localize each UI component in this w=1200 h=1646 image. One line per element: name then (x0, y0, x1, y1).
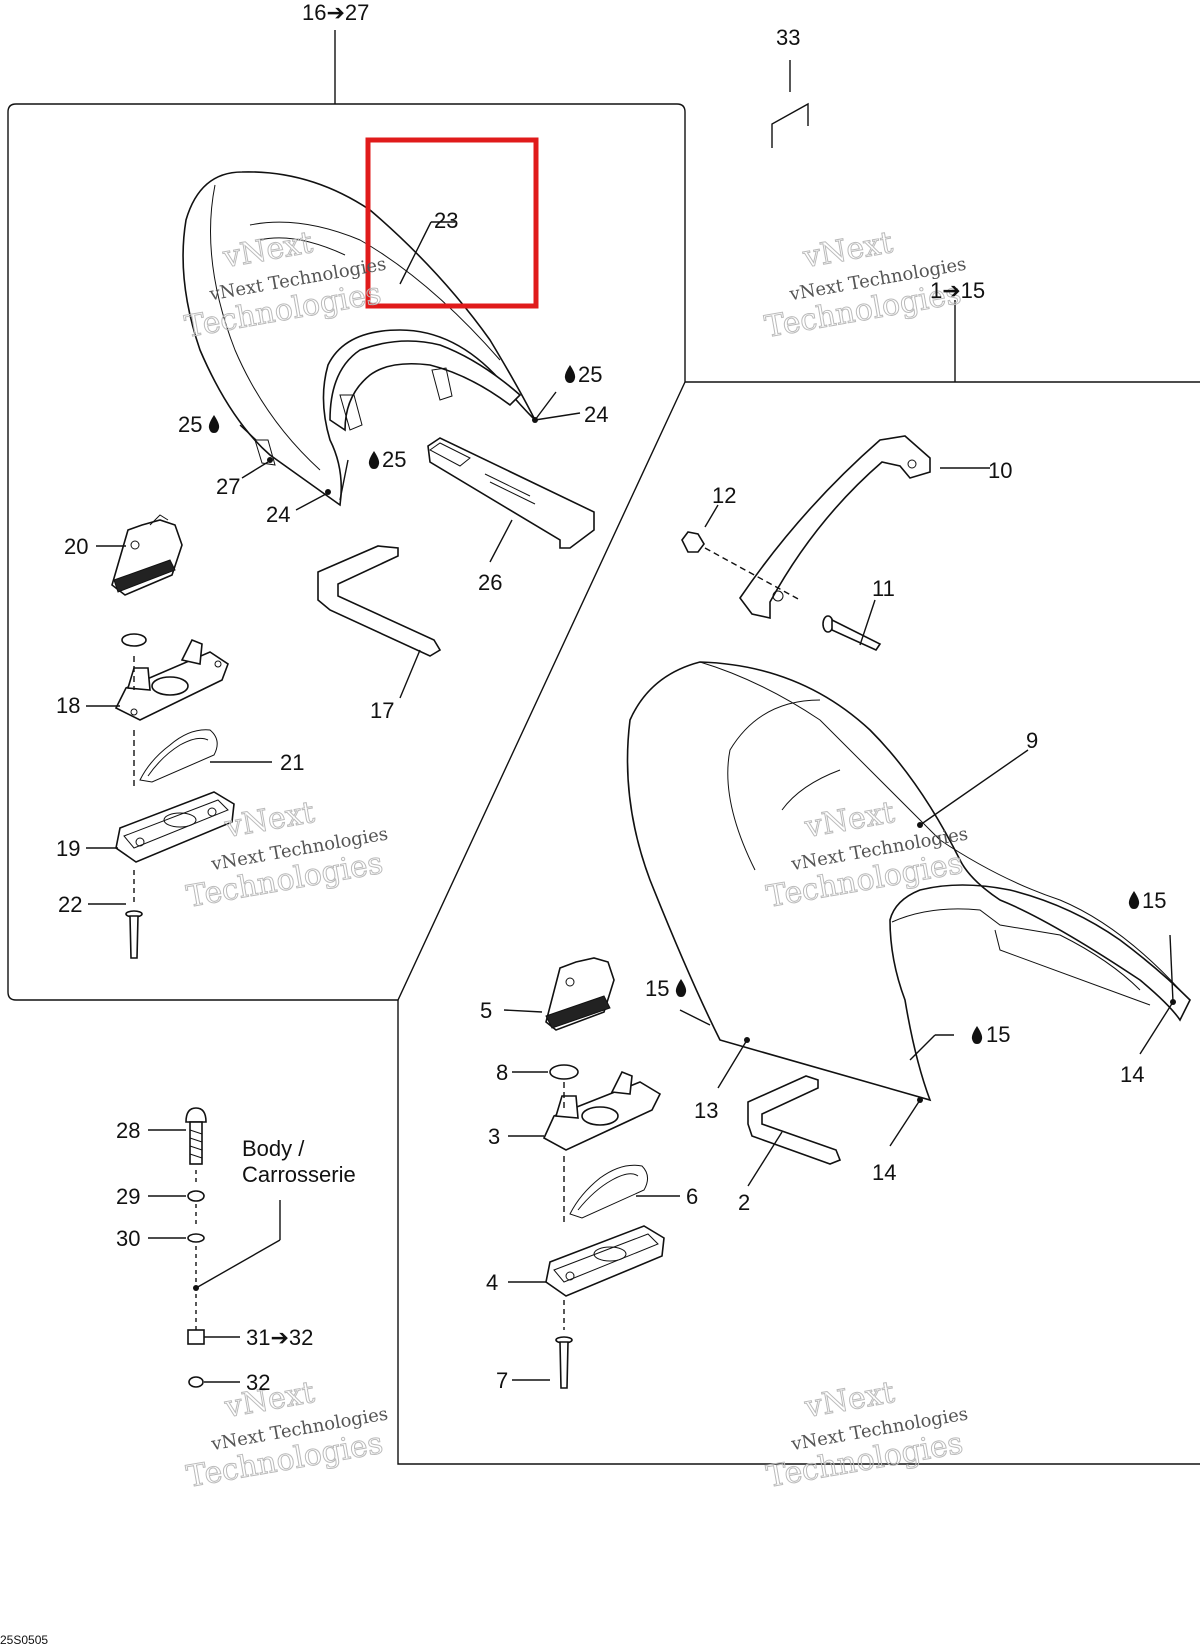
adhesive-drop-icon (675, 979, 687, 997)
callout-6: 6 (686, 1184, 698, 1209)
callout-17: 17 (370, 698, 394, 723)
adhesive-drop-icon (564, 365, 576, 383)
part-22-rivet (125, 870, 143, 959)
callout-27: 27 (216, 474, 240, 499)
part-18-base (114, 633, 229, 721)
callout-15b: 15 (645, 976, 669, 1001)
callout-25b: 25 (178, 412, 202, 437)
callout-28: 28 (116, 1118, 140, 1143)
callout-16-27: 16➔27 (302, 0, 369, 25)
callout-15c: 15 (986, 1022, 1010, 1047)
callout-33: 33 (776, 25, 800, 50)
callout-25c: 25 (382, 447, 406, 472)
callout-8: 8 (496, 1060, 508, 1085)
callout-4: 4 (486, 1270, 498, 1295)
part-4-block (545, 1225, 665, 1297)
callout-32: 32 (246, 1370, 270, 1395)
adhesive-drop-icon (1128, 891, 1140, 909)
callout-22: 22 (58, 892, 82, 917)
left-panel-frame (7, 103, 686, 1001)
part-17-rod (317, 545, 442, 657)
callout-30: 30 (116, 1226, 140, 1251)
callout-23: 23 (434, 208, 458, 233)
right-panel-frame (397, 381, 1200, 1465)
body-label-line1: Body / (242, 1136, 305, 1161)
watermark-6: vNext vNext Technologies Technologies (763, 1375, 969, 1496)
watermark-5: vNext vNext Technologies Technologies (183, 1375, 389, 1496)
adhesive-drop-icon (208, 415, 220, 433)
callout-19: 19 (56, 836, 80, 861)
part-6-seal (569, 1164, 648, 1219)
body-label-line2: Carrosserie (242, 1162, 356, 1187)
callout-7: 7 (496, 1368, 508, 1393)
callout-13: 13 (694, 1098, 718, 1123)
callout-9: 9 (1026, 728, 1038, 753)
part-11-screw (822, 615, 882, 652)
leader-lines (86, 221, 1174, 1383)
diagram-code: 25S0505 (0, 1633, 48, 1646)
callout-11: 11 (872, 576, 895, 601)
callout-12: 12 (712, 483, 736, 508)
hardware-stack (185, 1107, 207, 1388)
part-26-strap (427, 437, 595, 549)
part-3-base (542, 1070, 662, 1151)
callout-29: 29 (116, 1184, 140, 1209)
callout-24a: 24 (584, 402, 608, 427)
part-19-block (115, 791, 235, 863)
callout-10: 10 (988, 458, 1012, 483)
part-7-rivet (555, 1300, 573, 1389)
callout-20: 20 (64, 534, 88, 559)
highlight-box (365, 137, 539, 309)
part-20-latch (111, 514, 183, 596)
part-2-rod (747, 1075, 842, 1165)
callout-14a: 14 (1120, 1062, 1144, 1087)
part-21-seal (139, 729, 218, 783)
part-9-front-seat (626, 661, 1191, 1102)
part-23-rear-seat (182, 171, 536, 507)
callout-21: 21 (280, 750, 304, 775)
callout-18: 18 (56, 693, 80, 718)
callout-2: 2 (738, 1190, 750, 1215)
callout-14b: 14 (872, 1160, 896, 1185)
adhesive-drop-icon (971, 1026, 983, 1044)
callout-24b: 24 (266, 502, 290, 527)
callout-1-15: 1➔15 (930, 278, 985, 303)
callout-25a: 25 (578, 362, 602, 387)
callout-5: 5 (480, 998, 492, 1023)
callout-26: 26 (478, 570, 502, 595)
part-10-grab-handle (739, 435, 931, 619)
part-8-washer (549, 1064, 579, 1080)
callout-15a: 15 (1142, 888, 1166, 913)
part-12-bushing (681, 531, 705, 553)
part-33-bracket (771, 102, 809, 148)
callout-31-32: 31➔32 (246, 1325, 313, 1350)
callout-3: 3 (488, 1124, 500, 1149)
adhesive-drop-icon (368, 451, 380, 469)
part-5-latch (545, 957, 615, 1031)
